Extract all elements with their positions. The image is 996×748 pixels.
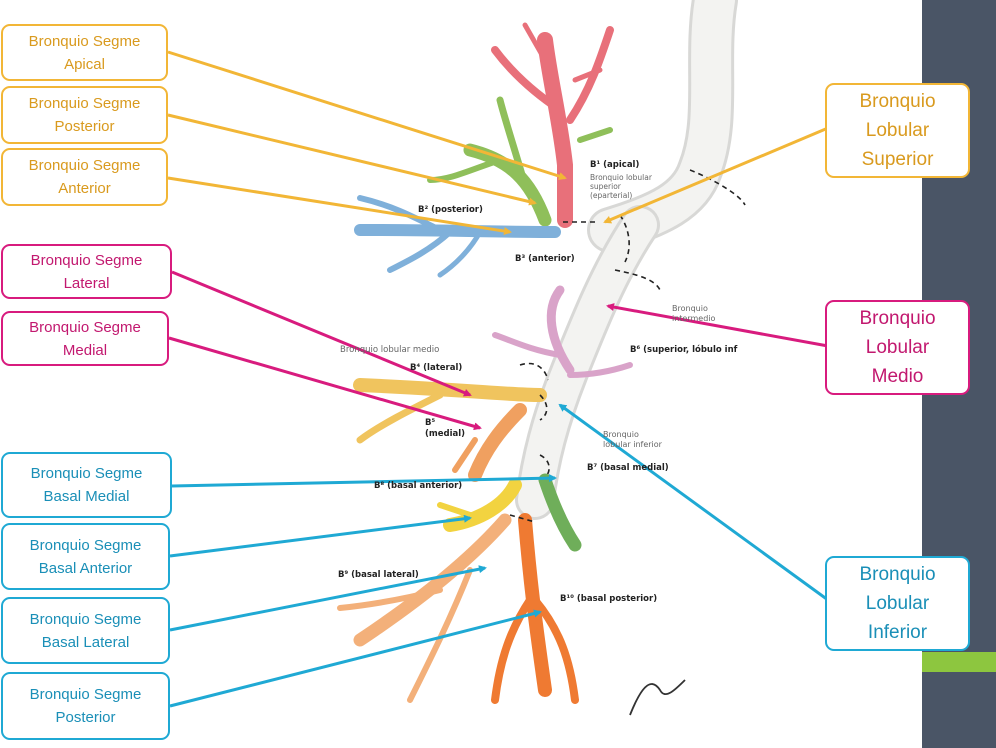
callout-bronquio-segme-lateral: Bronquio Segme Lateral	[1, 244, 172, 299]
callout-bronquio-lobular-medio: Bronquio Lobular Medio	[825, 300, 970, 395]
callout-bronquio-segme-medial: Bronquio Segme Medial	[1, 311, 169, 366]
apical-branches	[491, 22, 614, 228]
main-bronchus	[515, 0, 738, 520]
label-lateral: B⁴ (lateral)	[410, 363, 463, 373]
sidebar-accent-bar	[922, 652, 996, 672]
posterior-branches	[427, 96, 613, 227]
pointer-arrow	[168, 336, 482, 431]
pointer-arrow	[171, 270, 472, 397]
pointer-arrow	[558, 403, 829, 602]
callout-bronquio-segme-posterior-upper: Bronquio Segme Posterior	[1, 86, 168, 144]
label-upper-lobar: Bronquio lobular superior (eparterial)	[590, 173, 652, 200]
label-apical: B¹ (apical)	[590, 160, 640, 170]
label-intermedius: Bronquio intermedio	[672, 304, 716, 323]
callout-bronquio-lobular-superior: Bronquio Lobular Superior	[825, 83, 970, 178]
artist-signature	[629, 679, 686, 716]
label-basal-posterior: B¹⁰ (basal posterior)	[560, 594, 658, 604]
pointer-arrow	[169, 609, 542, 708]
pointer-arrow	[167, 113, 537, 206]
callout-bronquio-segme-anterior: Bronquio Segme Anterior	[1, 148, 168, 206]
callout-bronquio-segme-basal-medial: Bronquio Segme Basal Medial	[1, 452, 172, 518]
label-medial: B⁵ (medial)	[425, 418, 466, 439]
pointer-arrow	[167, 50, 567, 180]
pointer-arrow	[169, 514, 472, 558]
label-superior-lower: B⁶ (superior, lóbulo inf	[630, 345, 738, 355]
callout-bronquio-segme-basal-lateral: Bronquio Segme Basal Lateral	[1, 597, 170, 664]
label-anterior: B³ (anterior)	[515, 254, 575, 264]
callout-bronquio-segme-basal-anterior: Bronquio Segme Basal Anterior	[1, 523, 170, 590]
label-basal-anterior: B⁸ (basal anterior)	[374, 481, 463, 491]
superior-lower-branches	[492, 285, 633, 378]
pointer-arrows	[167, 50, 829, 708]
label-lower-lobar: Bronquio lobular inferior	[603, 430, 662, 449]
pointer-arrow	[171, 474, 557, 488]
basal-branches	[337, 473, 582, 704]
pointer-arrow	[603, 126, 829, 224]
anterior-branches	[354, 195, 561, 278]
label-basal-medial: B⁷ (basal medial)	[587, 463, 669, 473]
pointer-arrow	[167, 176, 512, 236]
label-middle-lobar: Bronquio lobular medio	[340, 345, 440, 355]
callout-bronquio-segme-posterior-lower: Bronquio Segme Posterior	[1, 672, 170, 740]
middle-lobe-branches	[353, 378, 547, 482]
label-basal-lateral: B⁹ (basal lateral)	[338, 570, 419, 580]
boundary-dashes	[509, 169, 746, 523]
label-posterior: B² (posterior)	[418, 205, 483, 215]
pointer-arrow	[606, 303, 829, 348]
pointer-arrow	[169, 565, 487, 632]
callout-bronquio-lobular-inferior: Bronquio Lobular Inferior	[825, 556, 970, 651]
callout-bronquio-segme-apical: Bronquio Segme Apical	[1, 24, 168, 81]
